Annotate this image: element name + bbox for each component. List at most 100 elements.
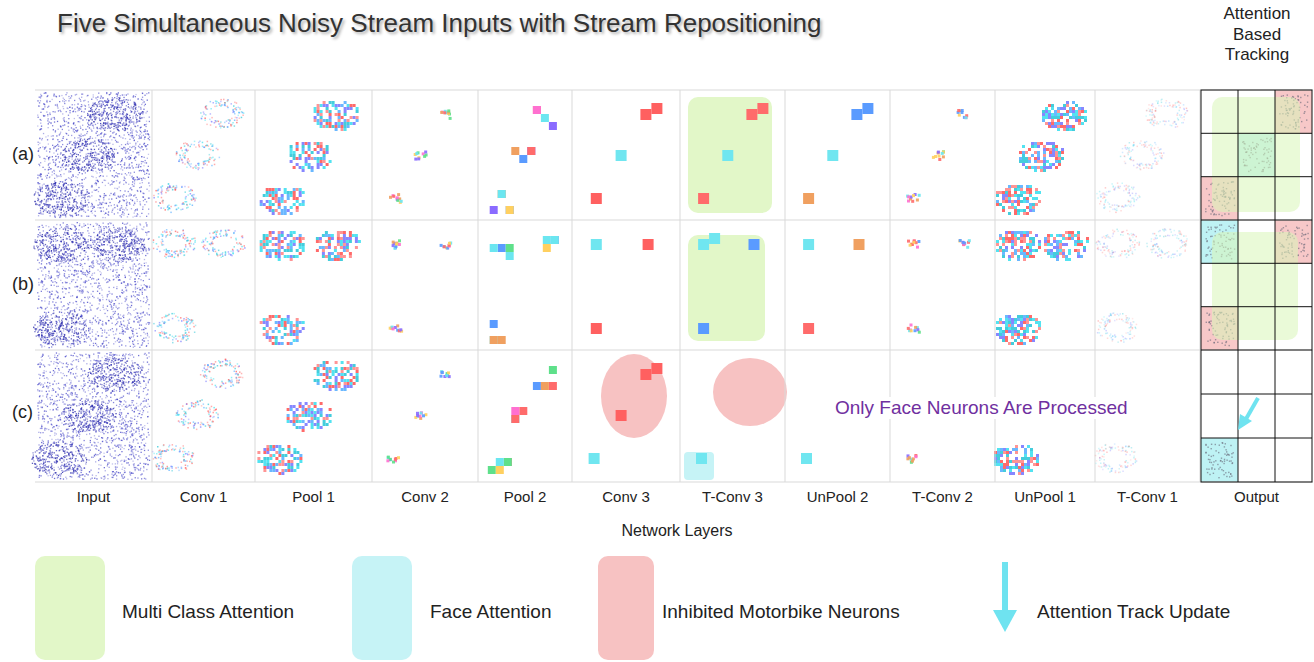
feature-pixel xyxy=(78,167,79,168)
feature-pixel xyxy=(121,174,122,175)
feature-pixel xyxy=(116,180,117,181)
feature-pixel xyxy=(37,177,38,178)
feature-pixel xyxy=(76,167,77,168)
feature-pixel xyxy=(132,216,133,217)
feature-pixel xyxy=(119,100,120,101)
feature-pixel xyxy=(112,132,113,133)
feature-pixel xyxy=(45,158,46,159)
feature-pixel xyxy=(93,127,94,128)
feature-pixel xyxy=(143,109,144,110)
feature-pixel xyxy=(104,214,105,215)
feature-pixel xyxy=(59,206,60,207)
feature-pixel xyxy=(95,124,96,125)
feature-pixel xyxy=(66,111,67,112)
feature-pixel xyxy=(55,162,56,163)
feature-pixel xyxy=(60,167,61,168)
feature-pixel xyxy=(110,92,111,93)
feature-pixel xyxy=(93,104,94,105)
feature-pixel xyxy=(55,104,56,105)
feature-pixel xyxy=(141,113,142,114)
feature-pixel xyxy=(126,167,127,168)
feature-pixel xyxy=(140,203,141,204)
feature-pixel xyxy=(133,205,134,206)
feature-pixel xyxy=(104,193,105,194)
feature-pixel xyxy=(105,167,106,168)
feature-pixel xyxy=(72,189,73,190)
feature-pixel xyxy=(74,137,75,138)
feature-pixel xyxy=(97,207,98,208)
feature-pixel xyxy=(65,100,66,101)
feature-pixel xyxy=(115,112,116,113)
feature-pixel xyxy=(77,177,78,178)
feature-pixel xyxy=(89,127,90,128)
feature-pixel xyxy=(113,123,114,124)
feature-pixel xyxy=(90,151,91,152)
feature-pixel xyxy=(93,114,94,115)
feature-pixel xyxy=(60,158,61,159)
feature-pixel xyxy=(38,148,39,149)
feature-pixel xyxy=(98,134,99,135)
feature-pixel xyxy=(142,209,143,210)
feature-pixel xyxy=(148,166,149,167)
feature-pixel xyxy=(54,210,55,211)
feature-pixel xyxy=(113,111,114,112)
feature-pixel xyxy=(98,109,99,110)
feature-pixel xyxy=(107,105,108,106)
feature-pixel xyxy=(100,203,101,204)
feature-pixel xyxy=(81,185,82,186)
feature-pixel xyxy=(103,123,104,124)
feature-pixel xyxy=(141,186,142,187)
feature-pixel xyxy=(117,209,118,210)
feature-pixel xyxy=(71,135,72,136)
feature-pixel xyxy=(40,187,41,188)
feature-pixel xyxy=(60,126,61,127)
feature-pixel xyxy=(144,199,145,200)
feature-pixel xyxy=(148,182,149,183)
feature-pixel xyxy=(68,158,69,159)
feature-pixel xyxy=(92,208,93,209)
feature-pixel xyxy=(127,132,128,133)
feature-pixel xyxy=(127,93,128,94)
feature-pixel xyxy=(81,206,82,207)
feature-pixel xyxy=(68,170,69,171)
feature-pixel xyxy=(147,144,148,145)
feature-pixel xyxy=(111,102,112,103)
feature-pixel xyxy=(146,124,147,125)
feature-pixel xyxy=(148,92,149,93)
feature-pixel xyxy=(78,214,79,215)
feature-pixel xyxy=(65,199,66,200)
feature-pixel xyxy=(64,101,65,102)
feature-pixel xyxy=(134,158,135,159)
feature-pixel xyxy=(99,119,100,120)
feature-pixel xyxy=(132,200,133,201)
feature-pixel xyxy=(72,154,73,155)
feature-pixel xyxy=(130,117,131,118)
feature-pixel xyxy=(118,126,119,127)
feature-pixel xyxy=(123,200,124,201)
feature-pixel xyxy=(112,97,113,98)
feature-pixel xyxy=(136,176,137,177)
feature-pixel xyxy=(128,191,129,192)
feature-pixel xyxy=(92,119,93,120)
feature-pixel xyxy=(101,115,102,116)
feature-pixel xyxy=(139,114,140,115)
feature-pixel xyxy=(125,128,126,129)
feature-pixel xyxy=(114,170,115,171)
feature-pixel xyxy=(88,202,89,203)
feature-pixel xyxy=(124,130,125,131)
feature-pixel xyxy=(44,158,45,159)
feature-pixel xyxy=(56,195,57,196)
feature-pixel xyxy=(105,153,106,154)
feature-pixel xyxy=(144,124,145,125)
feature-pixel xyxy=(130,172,131,173)
feature-pixel xyxy=(58,141,59,142)
feature-pixel xyxy=(56,96,57,97)
feature-pixel xyxy=(112,210,113,211)
feature-pixel xyxy=(74,168,75,169)
feature-pixel xyxy=(107,126,108,127)
feature-pixel xyxy=(98,181,99,182)
feature-pixel xyxy=(122,100,123,101)
feature-pixel xyxy=(39,143,40,144)
feature-pixel xyxy=(144,95,145,96)
feature-pixel xyxy=(76,202,77,203)
